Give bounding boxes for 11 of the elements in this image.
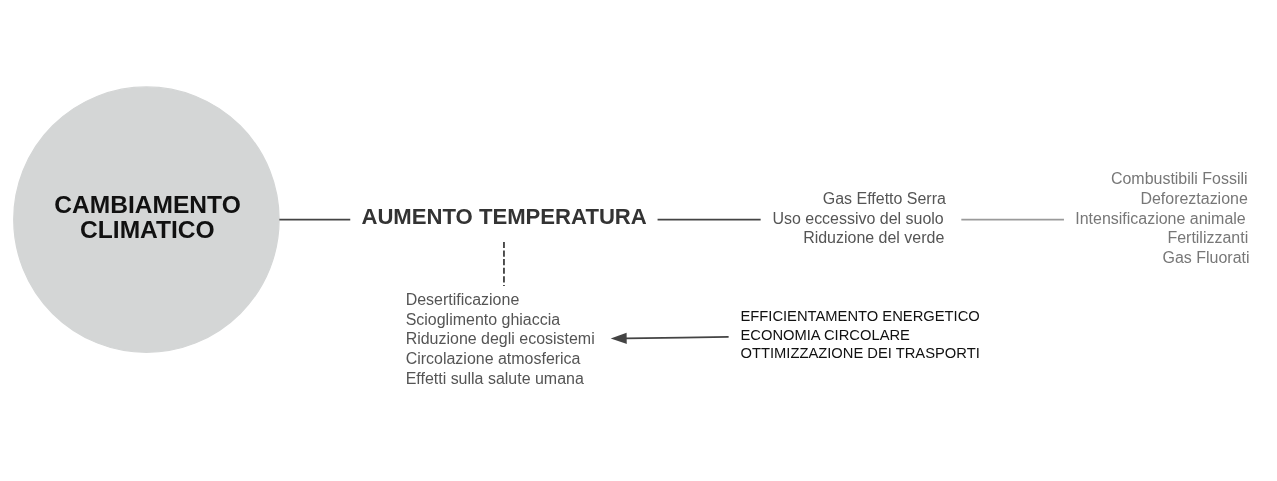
node-text: EFFICIENTAMENTO ENERGETICO ECONOMIA CIRCOLARE OTTIMIZZAZIONE DEI TRASPORTI: [740, 308, 980, 361]
connector: [960, 218, 1065, 221]
connector: [656, 218, 762, 221]
connector: [278, 218, 352, 221]
node-text: Desertificazione Scioglimento ghiaccia Riduzione degli ecosistemi Circolazione atmosferica Effetti sulla salute umana: [405, 290, 595, 387]
node-text: Combustibili Fossili Deforeztazione Intensificazione animale Fertilizzanti Gas Fluorati: [1075, 170, 1250, 267]
node-text: Gas Effetto Serra Uso eccessivo del suolo Riduzione del verde: [772, 190, 946, 247]
arrow: [610, 332, 730, 344]
node-text: AUMENTO TEMPERATURA: [361, 203, 647, 229]
connector: [503, 240, 505, 287]
node-circle: CAMBIAMENTO CLIMATICO: [13, 86, 280, 353]
